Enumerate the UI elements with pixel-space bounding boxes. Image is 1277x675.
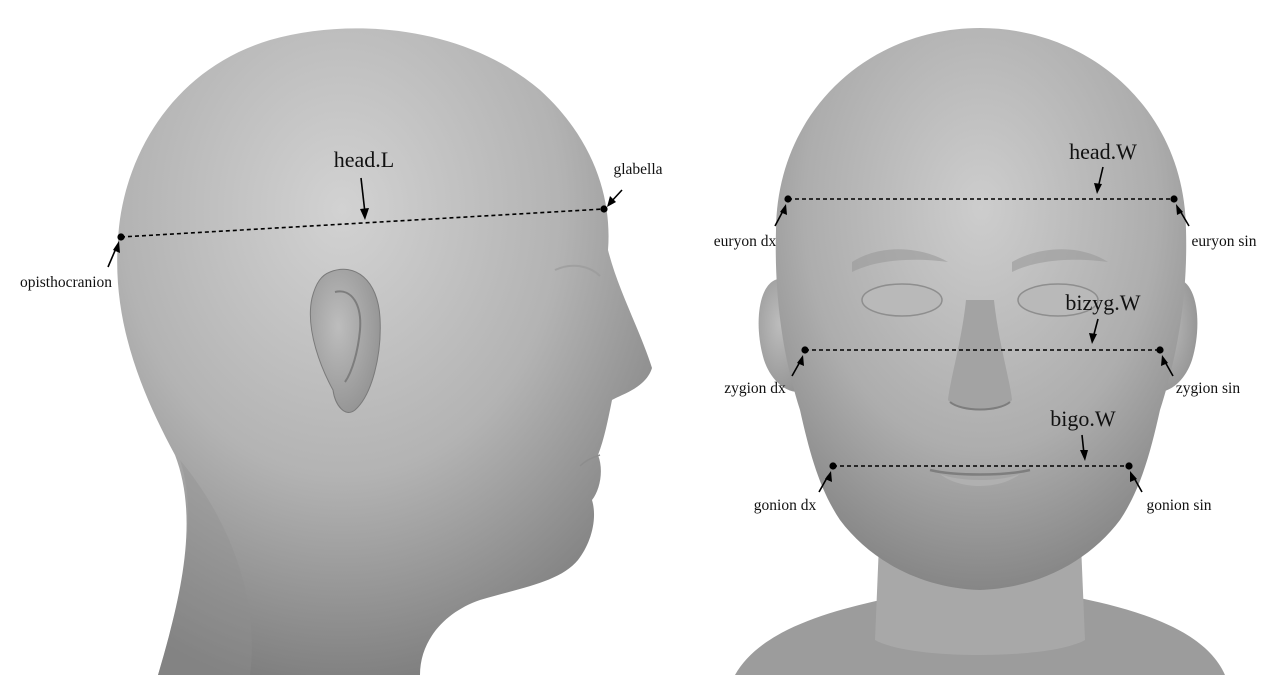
front-eye-right — [862, 284, 942, 316]
bigonial-label: bigo.W — [1050, 406, 1116, 431]
zygion-sin-point — [1156, 346, 1163, 353]
opisthocranion-label: opisthocranion — [20, 274, 112, 291]
zygion-dx-label: zygion dx — [724, 380, 786, 397]
side-profile-head — [117, 28, 652, 675]
opisthocranion-point — [117, 233, 124, 240]
euryon-sin-point — [1170, 195, 1177, 202]
head-length-label: head.L — [334, 147, 394, 172]
zygion-dx-point — [801, 346, 808, 353]
bizygomatic-label: bizyg.W — [1065, 290, 1140, 315]
frontal-head — [735, 28, 1225, 675]
gonion-dx-point — [829, 462, 836, 469]
zygion-sin-label: zygion sin — [1176, 380, 1240, 397]
gonion-sin-point — [1125, 462, 1132, 469]
glabella-point — [600, 205, 607, 212]
gonion-dx-label: gonion dx — [754, 497, 817, 514]
euryon-dx-label: euryon dx — [714, 233, 777, 250]
euryon-sin-label: euryon sin — [1191, 233, 1256, 250]
glabella-label: glabella — [613, 161, 662, 178]
euryon-dx-point — [784, 195, 791, 202]
head-width-label: head.W — [1069, 139, 1137, 164]
gonion-sin-label: gonion sin — [1146, 497, 1211, 514]
